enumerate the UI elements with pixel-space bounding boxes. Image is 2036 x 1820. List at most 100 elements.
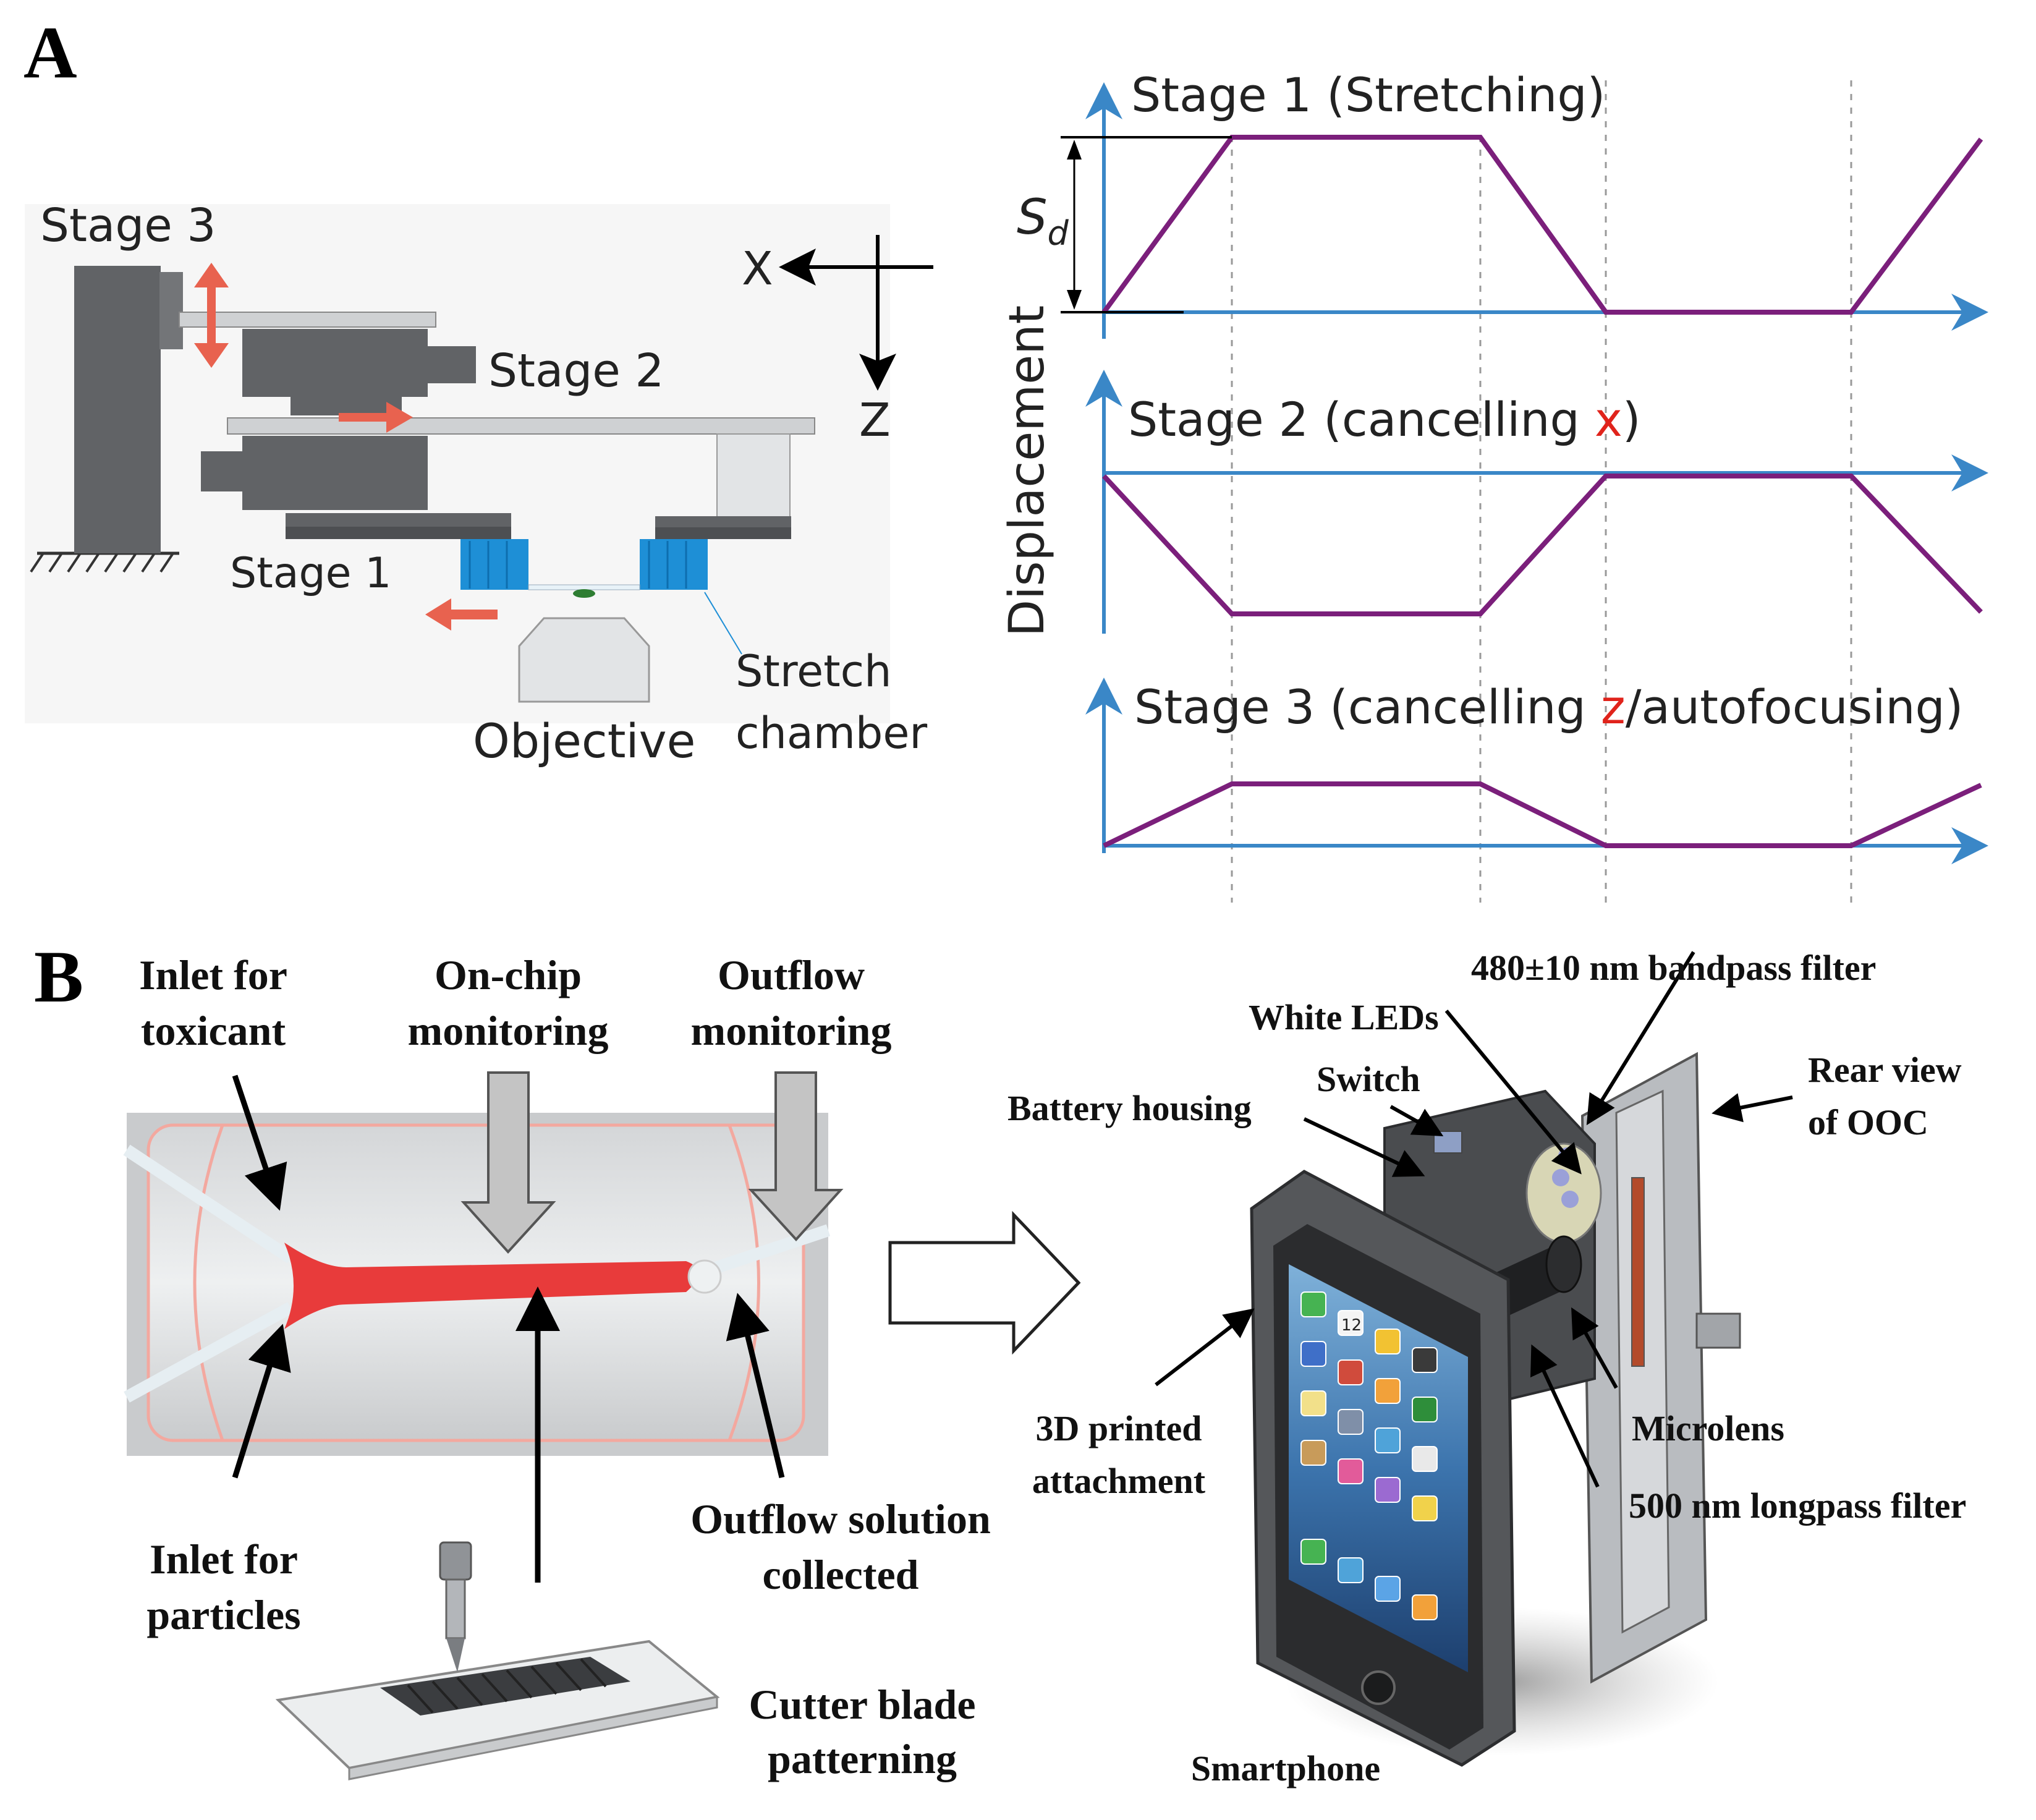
panel-b-labels: Inlet for toxicant On-chip monitoring Ou… — [139, 951, 991, 1782]
plot2-profile — [1102, 474, 1983, 616]
chip-curve-right — [727, 1125, 760, 1441]
objective-lens — [518, 617, 650, 703]
stage3-motion-arrow — [194, 263, 229, 368]
side-box — [716, 433, 791, 527]
battery-label: Battery housing — [1007, 1088, 1252, 1128]
tube-upper-left — [123, 1144, 294, 1264]
sd-label: Sd — [1017, 190, 1069, 253]
sd-label-subscript: d — [1048, 214, 1069, 253]
inlet-toxicant-line1: Inlet for — [139, 951, 287, 998]
stage2-label: Stage 2 — [488, 344, 664, 398]
stage2-plate — [227, 417, 815, 435]
white-leds-label: White LEDs — [1249, 997, 1439, 1037]
inlet-particles-line1: Inlet for — [150, 1536, 298, 1583]
panel-a-letter: A — [23, 11, 77, 93]
sd-arrow-up — [1067, 140, 1082, 159]
rear-view-line2: of OOC — [1808, 1102, 1928, 1142]
cut-pattern — [380, 1657, 630, 1716]
cutter-head — [439, 1541, 472, 1581]
led-2 — [1552, 1169, 1569, 1186]
cutter-line2: patterning — [768, 1735, 957, 1782]
printed-line2: attachment — [1032, 1461, 1206, 1501]
cutter-line1: Cutter blade — [749, 1681, 975, 1728]
plot-y-label: Displacement — [999, 305, 1055, 637]
z-axis-label: Z — [859, 394, 891, 447]
microlens-cap — [1545, 1235, 1582, 1293]
chip-photo — [123, 1113, 831, 1456]
onchip-line2: monitoring — [408, 1007, 609, 1054]
stage2-motion-arrow — [339, 402, 413, 433]
channel-red — [284, 1243, 698, 1329]
stage-mechanism — [25, 204, 890, 723]
sd-arrow-down — [1067, 290, 1082, 310]
plot3-profile — [1103, 781, 1982, 848]
pointer-arrows — [232, 1074, 785, 1583]
plot2-title-prefix: Stage 2 (cancelling — [1128, 392, 1595, 447]
panel-b-letter: B — [34, 935, 83, 1018]
transition-arrow — [888, 1210, 1081, 1355]
plot2-title-suffix: ) — [1622, 392, 1641, 447]
stage1-rail-left — [286, 527, 511, 539]
stage2-foot — [291, 397, 402, 415]
objective-label: Objective — [473, 713, 695, 768]
onchip-line1: On-chip — [435, 951, 582, 998]
stage1-rail-right — [655, 527, 791, 539]
time-gridlines — [1231, 80, 1852, 903]
outlet-port — [687, 1259, 722, 1294]
ground-hatching — [30, 552, 174, 573]
smartphone-device: 12 — [1250, 1052, 1741, 1767]
cutter-patterning — [275, 1541, 720, 1780]
plot3-title-suffix: /autofocusing) — [1626, 679, 1964, 734]
chip-curve-left — [193, 1125, 224, 1441]
outflow-solution-line2: collected — [763, 1551, 919, 1598]
outflow-monitoring-line2: monitoring — [691, 1007, 892, 1054]
outflow-solution-line1: Outflow solution — [690, 1495, 991, 1542]
outflow-monitoring-line1: Outflow — [718, 951, 865, 998]
ooc-bracket — [1695, 1312, 1741, 1349]
chamber-clamp-right — [640, 539, 708, 590]
plot3-title-highlight: z — [1601, 679, 1626, 734]
x-axis-label: X — [742, 242, 773, 296]
ooc-channel — [1631, 1177, 1645, 1367]
led-3 — [1561, 1191, 1579, 1208]
stage1-knob — [201, 451, 244, 491]
device-labels: 480±10 nm bandpass filter White LEDs Swi… — [1007, 948, 1966, 1788]
plot2-title: Stage 2 (cancelling x) — [1128, 392, 1641, 447]
stage1-arm-right — [655, 516, 791, 527]
device-pointer-arrows — [1155, 951, 1793, 1488]
stage3-plate — [179, 312, 436, 328]
cut-pattern-teeth — [407, 1658, 607, 1714]
stage3-pillar — [74, 266, 161, 553]
plot3-title: Stage 3 (cancelling z/autofocusing) — [1134, 679, 1963, 734]
cutter-tip — [446, 1638, 465, 1672]
plot2-title-highlight: x — [1595, 392, 1622, 447]
coordinate-axes — [779, 235, 933, 391]
glass-slide-edge — [348, 1696, 718, 1780]
stage3-label: Stage 3 — [40, 199, 216, 252]
stage1-motion-arrow — [425, 598, 498, 631]
outflow-arrow — [748, 1071, 844, 1241]
onchip-arrow — [460, 1071, 556, 1254]
sd-label-main: S — [1017, 190, 1048, 245]
stage1-label: Stage 1 — [230, 549, 391, 598]
chamber-membrane — [528, 584, 640, 590]
plot1-profile — [1101, 135, 1983, 315]
printed-line1: 3D printed — [1035, 1408, 1202, 1448]
stretch-label-line1: Stretch — [736, 646, 892, 697]
displacement-plots — [1061, 80, 1988, 903]
calendar-day: 12 — [1341, 1316, 1362, 1335]
bandpass-label: 480±10 nm bandpass filter — [1471, 948, 1876, 988]
stage3-block — [159, 272, 183, 349]
smartphone-label: Smartphone — [1191, 1748, 1380, 1788]
chamber-ridges — [469, 541, 687, 589]
stage2-knob — [426, 346, 476, 383]
app-icons — [1300, 1291, 1438, 1620]
cell-sample — [573, 589, 595, 598]
switch-label: Switch — [1317, 1059, 1420, 1099]
inlet-toxicant-line2: toxicant — [141, 1007, 286, 1054]
stretch-label-line2: chamber — [736, 708, 927, 759]
home-button — [1361, 1670, 1396, 1705]
ooc-frame — [1580, 1052, 1741, 1684]
stage2-body — [242, 329, 428, 397]
